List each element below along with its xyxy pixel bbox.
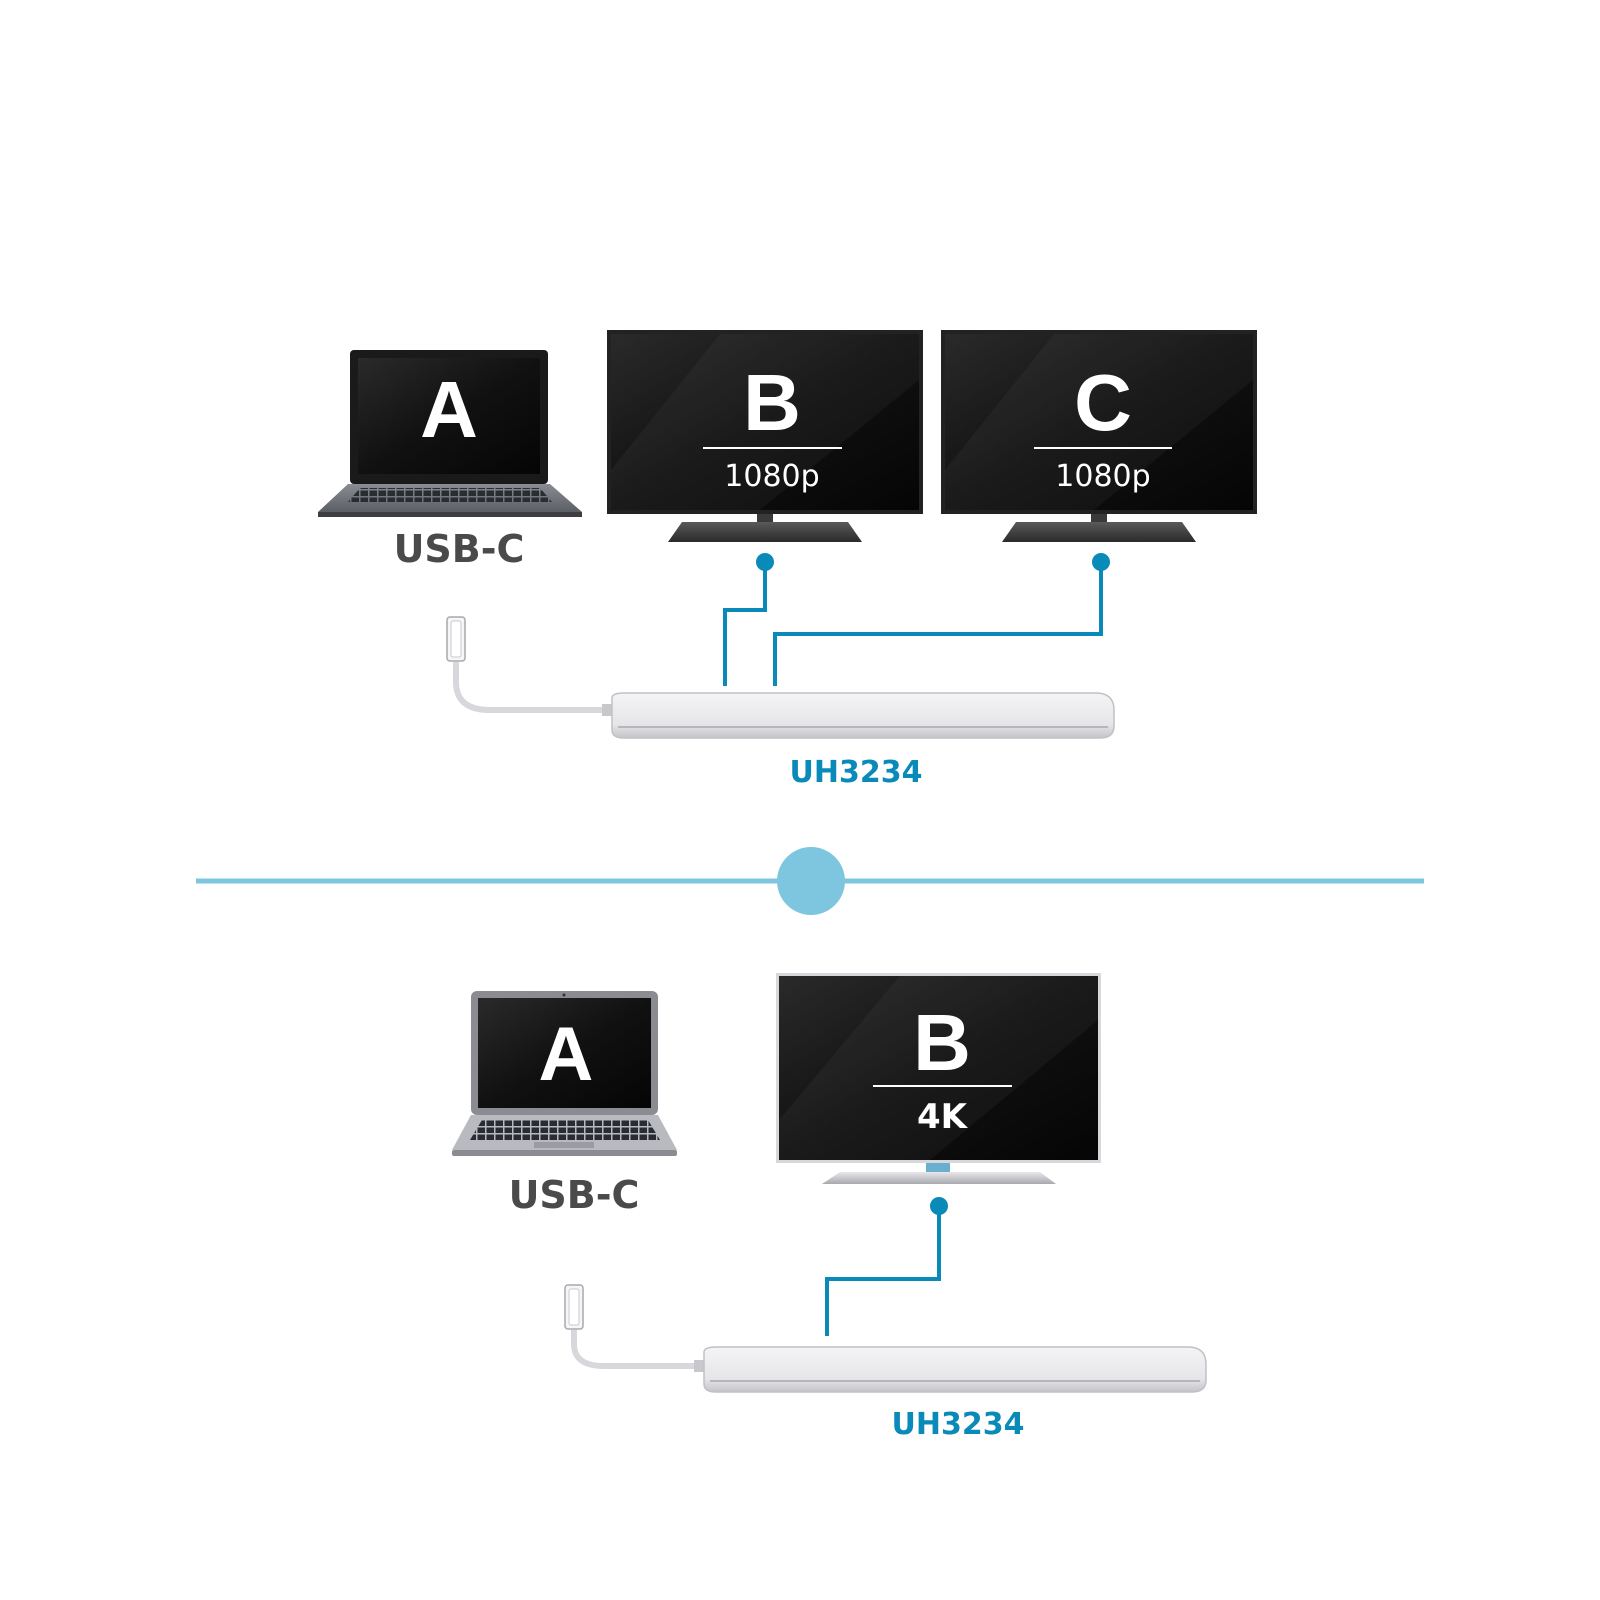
monitor-b-port-dot (756, 553, 774, 571)
bottom-monitor-b-resolution: 4K (917, 1097, 969, 1137)
bottom-usb-c-cable (564, 1284, 704, 1372)
bottom-laptop: A (452, 991, 677, 1156)
monitor-c-resolution: 1080p (1055, 459, 1150, 494)
top-laptop-letter: A (420, 365, 478, 454)
top-hub-model: UH3234 (790, 755, 923, 790)
bottom-laptop-letter: A (539, 1012, 594, 1097)
divider-dot (777, 847, 845, 915)
bottom-hub-model: UH3234 (892, 1407, 1025, 1442)
bottom-usb-c-label: USB-C (509, 1173, 640, 1217)
line-to-monitor-b (723, 562, 767, 686)
top-monitor-c: C 1080p (941, 330, 1257, 542)
bottom-monitor-b-letter: B (913, 998, 971, 1087)
top-monitor-b: B 1080p (607, 330, 923, 542)
section-divider (196, 847, 1424, 915)
top-usb-c-label: USB-C (394, 527, 525, 571)
bottom-hub-device (703, 1346, 1207, 1393)
bottom-monitor-b: B 4K (776, 973, 1101, 1184)
monitor-c-letter: C (1074, 358, 1132, 447)
bottom-monitor-b-port-dot (930, 1197, 948, 1215)
monitor-b-letter: B (743, 358, 801, 447)
line-to-bottom-monitor-b (825, 1206, 941, 1336)
top-usb-c-cable (446, 616, 612, 716)
top-laptop: A (318, 350, 582, 517)
top-connection-lines (723, 562, 1103, 686)
line-to-monitor-c (773, 562, 1103, 686)
top-hub-device (611, 692, 1115, 739)
monitor-b-resolution: 1080p (724, 459, 819, 494)
monitor-c-port-dot (1092, 553, 1110, 571)
